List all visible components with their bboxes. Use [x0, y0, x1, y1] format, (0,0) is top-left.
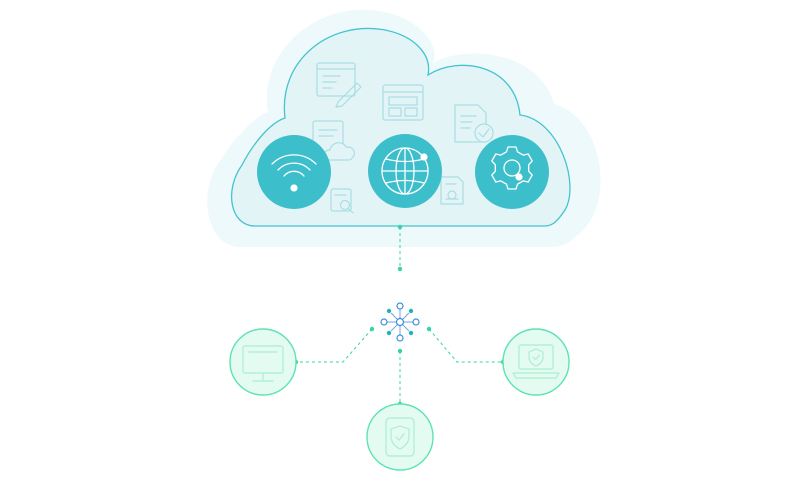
globe-icon — [381, 147, 429, 195]
gear-service[interactable] — [475, 135, 549, 209]
laptop-device[interactable] — [502, 328, 570, 396]
network-hub-icon — [380, 302, 420, 342]
document-image-icon — [440, 176, 464, 205]
laptop-shield-icon — [512, 344, 560, 379]
document-search-icon — [330, 188, 354, 214]
gear-icon — [491, 146, 533, 190]
web-layout-icon — [382, 84, 424, 121]
globe-service[interactable] — [368, 134, 442, 208]
document-edit-icon — [316, 62, 362, 108]
tablet-device[interactable] — [366, 403, 434, 471]
document-check-icon — [454, 104, 494, 143]
network-hub[interactable] — [380, 302, 420, 342]
cloud-document-icon — [312, 120, 356, 161]
hub-desktop-link — [293, 326, 375, 365]
wifi-icon — [271, 154, 317, 192]
wifi-service[interactable] — [257, 135, 331, 209]
connectors — [293, 224, 506, 407]
desktop-monitor-icon — [242, 345, 284, 382]
hub-laptop-link — [426, 326, 506, 365]
hub-tablet-link — [397, 348, 403, 407]
cloud-hub-link — [397, 224, 403, 272]
desktop-device[interactable] — [229, 328, 297, 396]
tablet-shield-icon — [385, 417, 415, 457]
cloud — [207, 9, 601, 247]
